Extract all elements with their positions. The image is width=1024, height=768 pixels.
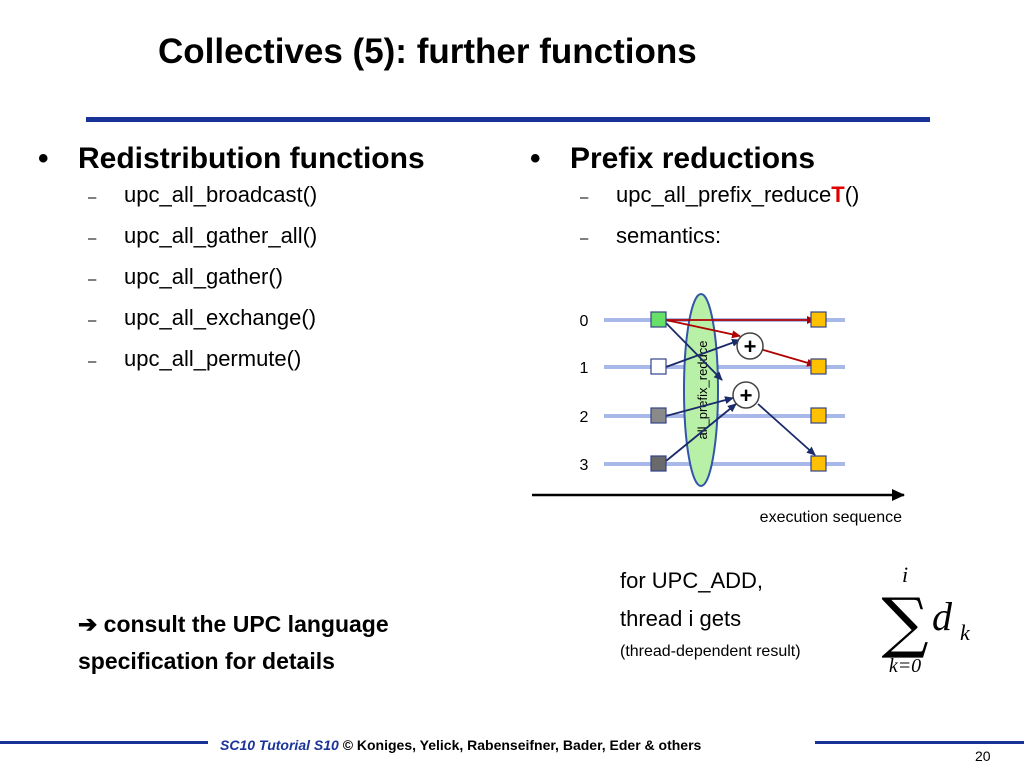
plus-circle-2 xyxy=(732,381,760,409)
thread-label-1: 1 xyxy=(580,360,589,377)
arrow-blue xyxy=(665,338,741,368)
list-item: – upc_all_prefix_reduceT() xyxy=(580,182,860,207)
bullet-dot: • xyxy=(530,142,541,175)
list-item: – semantics: xyxy=(580,223,722,248)
list-item: –upc_all_permute() xyxy=(88,346,302,371)
consult-line-2: specification for details xyxy=(78,648,335,674)
sum-lower-limit: k=0 xyxy=(889,655,921,677)
plus-icon: + xyxy=(744,334,757,359)
arrow-blue xyxy=(665,403,737,462)
data-arrows xyxy=(665,316,816,462)
list-item: –upc_all_broadcast() xyxy=(88,182,318,207)
right-column: • Prefix reductions – upc_all_prefix_red… xyxy=(530,142,859,264)
thread-label-3: 3 xyxy=(580,457,589,474)
bullet-redistribution: • Redistribution functions xyxy=(38,142,425,176)
list-item: –upc_all_gather() xyxy=(88,264,283,289)
list-item: –upc_all_gather_all() xyxy=(88,223,318,248)
for-upc-add: for UPC_ADD, xyxy=(620,568,764,593)
arrow-blue xyxy=(665,396,734,417)
item-gather-all: upc_all_gather_all() xyxy=(124,223,318,248)
footer-tutorial: SC10 Tutorial S10 xyxy=(220,737,339,753)
redistribution-heading: Redistribution functions xyxy=(78,142,425,175)
bullet-dot: • xyxy=(38,142,49,175)
sigma-icon: ∑ xyxy=(881,584,928,661)
footer-rule-left xyxy=(0,741,208,744)
arrow-right-icon: ➔ xyxy=(78,611,98,637)
consult-note: ➔ consult the UPC language specification… xyxy=(78,606,389,680)
footer-rule-right xyxy=(815,741,1024,744)
sum-term-d: d xyxy=(932,594,953,639)
output-square-3 xyxy=(810,455,827,472)
prefix-list: – upc_all_prefix_reduceT() – semantics: xyxy=(570,182,859,264)
item-exchange: upc_all_exchange() xyxy=(124,305,317,330)
type-suffix: T xyxy=(831,182,845,207)
prefix-heading: Prefix reductions xyxy=(570,142,816,175)
left-column: • Redistribution functions –upc_all_broa… xyxy=(38,142,425,387)
sum-term-subscript: k xyxy=(960,620,971,645)
item-gather: upc_all_gather() xyxy=(124,264,283,289)
list-item: –upc_all_exchange() xyxy=(88,305,317,330)
thread-lines xyxy=(604,318,845,466)
footer-credits: SC10 Tutorial S10 © Koniges, Yelick, Rab… xyxy=(220,737,701,753)
sum-upper-limit: i xyxy=(902,562,908,587)
thread-i-gets: thread i gets xyxy=(620,606,742,631)
input-square-1 xyxy=(650,358,667,375)
redistribution-list: –upc_all_broadcast() –upc_all_gather_all… xyxy=(78,182,425,387)
bullet-prefix: • Prefix reductions xyxy=(530,142,859,176)
prefix-reduce-ellipse xyxy=(683,293,719,487)
execution-sequence-label: execution sequence xyxy=(760,509,902,526)
item-prefix-reduce: upc_all_prefix_reduceT() xyxy=(616,182,860,207)
arrow-blue xyxy=(665,322,723,381)
output-square-0 xyxy=(810,311,827,328)
output-square-2 xyxy=(810,407,827,424)
item-broadcast: upc_all_broadcast() xyxy=(124,182,318,207)
input-square-2 xyxy=(650,407,667,424)
item-permute: upc_all_permute() xyxy=(124,346,302,371)
arrow-red xyxy=(665,319,741,339)
arrow-blue xyxy=(757,403,816,456)
item-semantics: semantics: xyxy=(616,223,722,248)
slide-title: Collectives (5): further functions xyxy=(158,32,697,71)
plus-icon: + xyxy=(740,383,753,408)
page-number: 20 xyxy=(975,748,991,764)
output-square-1 xyxy=(810,358,827,375)
consult-line-1: consult the UPC language xyxy=(103,611,389,637)
thread-label-2: 2 xyxy=(580,409,589,426)
arrow-red xyxy=(759,348,816,367)
formula-description: for UPC_ADD, thread i gets (thread-depen… xyxy=(620,562,801,666)
plus-circle-1 xyxy=(736,332,764,360)
title-rule xyxy=(86,117,930,122)
thread-label-0: 0 xyxy=(580,313,589,330)
footer-copyright: © Koniges, Yelick, Rabenseifner, Bader, … xyxy=(342,737,702,753)
input-square-3 xyxy=(650,455,667,472)
input-square-0 xyxy=(650,311,667,328)
thread-dependent-note: (thread-dependent result) xyxy=(620,643,801,660)
